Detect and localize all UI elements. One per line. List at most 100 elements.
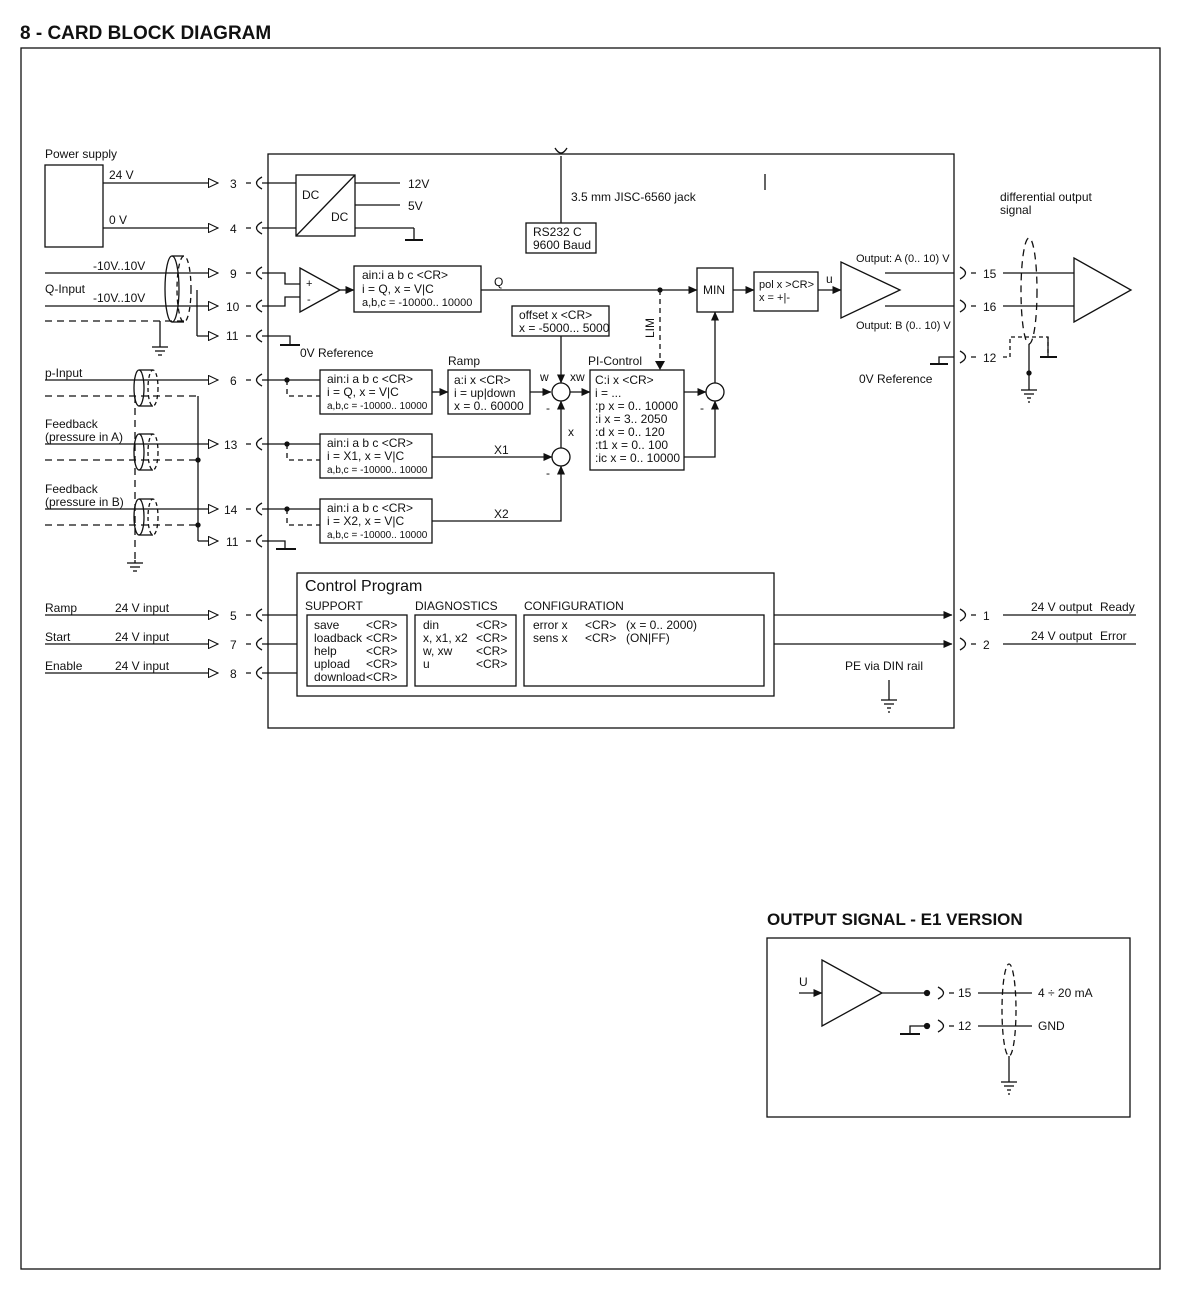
pin-3: 3 [230,177,237,191]
power-supply-box [44,164,104,248]
cmd-help: help [314,644,337,658]
rs232-box [525,222,597,254]
rs232-block: RS232 C 9600 Baud 3.5 mm JISC-6560 jack [525,147,697,254]
cmd-x: x, x1, x2 [423,631,468,645]
x2-ain-line3: a,b,c = -10000.. 10000 [327,530,428,541]
q-ain-line2: i = Q, x = V|C [362,282,434,296]
q-range-2: -10V..10V [93,291,145,305]
main-heading: 8 - CARD BLOCK DIAGRAM [20,23,271,44]
e1-current-label: 4 ÷ 20 mA [1038,986,1093,1000]
rs232-line1: RS232 C [533,225,582,239]
pi-line1: C:i x <CR> [595,373,654,387]
digital-inputs: Ramp 24 V input 5 Start 24 V input 7 Ena… [45,601,297,681]
pi-line3: :p x = 0.. 10000 [595,399,678,413]
diff-output-label1: differential output [1000,190,1093,204]
differential-receiver [1073,256,1133,324]
sum-pi-minus: - [700,401,704,415]
cmd-upload: upload [314,657,350,671]
pin-11-bottom: 11 [226,535,239,549]
output-b-label: Output: B (0.. 10) V [856,320,951,332]
digital-outputs: 1 24 V output Ready 2 24 V output Error … [774,600,1136,713]
power-supply-label: Power supply [45,147,117,161]
pin-8: 8 [230,667,237,681]
p-ain-line2: i = Q, x = V|C [327,385,399,399]
cmd-loadback: loadback [314,631,363,645]
configuration-box [523,614,765,687]
pin-6: 6 [230,374,237,388]
card-border [267,153,955,729]
cmd-error: error x [533,618,568,632]
pi-line2: i = ... [595,386,621,400]
pi-title: PI-Control [588,354,642,368]
q-range-1: -10V..10V [93,259,145,273]
e1-amplifier [821,958,884,1028]
p-input-label: p-Input [45,366,83,380]
e1-u-label: U [799,975,808,989]
feedback-a-label1: Feedback [45,417,99,431]
cmd-din: din [423,618,439,632]
x1-ain-line1: ain:i a b c <CR> [327,436,413,450]
output-a-label: Output: A (0.. 10) V [856,253,950,265]
ramp-input-type: 24 V input [115,601,170,615]
pin-13: 13 [224,438,238,452]
configuration-heading: CONFIGURATION [524,599,624,613]
cmd-save-cr: <CR> [366,618,397,632]
ramp-line2: i = up|down [454,386,516,400]
feedback-a-label2: (pressure in A) [45,430,123,444]
xw-label: xw [570,370,585,384]
q-ain-line1: ain:i a b c <CR> [362,268,448,282]
q-signal-label: Q [494,275,503,289]
x-label: x [568,425,574,439]
rs232-line2: 9600 Baud [533,238,591,252]
diagnostics-heading: DIAGNOSTICS [415,599,498,613]
diagram-frame [20,47,1161,1270]
pin-4: 4 [230,222,237,236]
cmd-download: download [314,670,365,684]
ramp-line1: a:i x <CR> [454,373,511,387]
v24-label: 24 V [109,168,134,182]
pin-16: 16 [983,300,997,314]
pin-5: 5 [230,609,237,623]
ready-output-type: 24 V output [1031,600,1093,614]
control-chain: Ramp a:i x <CR> i = up|down x = 0.. 6000… [432,267,842,522]
q-ain-line3: a,b,c = -10000.. 10000 [362,297,472,309]
ramp-input-label: Ramp [45,601,77,615]
cmd-sens: sens x [533,631,568,645]
cmd-sens-cr: <CR> [585,631,616,645]
pin-9: 9 [230,267,237,281]
jack-label: 3.5 mm JISC-6560 jack [571,190,697,204]
sum-x-minus: - [546,466,550,480]
cmd-error-arg: (x = 0.. 2000) [626,618,697,632]
q-0v-reference: 0V Reference [300,346,374,360]
support-heading: SUPPORT [305,599,363,613]
control-program: Control Program SUPPORT DIAGNOSTICS CONF… [296,572,775,697]
pin-12: 12 [983,351,997,365]
pi-line4: :i x = 3.. 2050 [595,412,668,426]
offset-line2: x = -5000... 5000 [519,321,610,335]
polarity-box [753,271,819,312]
output-section: Output: A (0.. 10) V Output: B (0.. 10) … [840,190,1133,403]
x1-ain-box [319,433,433,479]
u-label: u [826,272,833,286]
e1-heading: OUTPUT SIGNAL - E1 VERSION [767,910,1023,929]
cmd-w: w, xw [422,644,453,658]
p-ain-line1: ain:i a b c <CR> [327,372,413,386]
e1-gnd-label: GND [1038,1019,1065,1033]
pin-1: 1 [983,609,990,623]
support-box [306,614,408,687]
sum-w-minus: - [546,401,550,415]
pi-line7: :ic x = 0.. 10000 [595,451,680,465]
diagnostics-box [414,614,517,687]
out-12v: 12V [408,177,429,191]
ramp-title: Ramp [448,354,480,368]
x2-signal-label: X2 [494,507,509,521]
pin-2: 2 [983,638,990,652]
diff-amplifier [299,266,342,314]
pol-line1: pol x >CR> [759,279,814,291]
out-5v: 5V [408,199,423,213]
pin-11-top: 11 [226,329,239,343]
e1-output-section: OUTPUT SIGNAL - E1 VERSION U 15 4 ÷ 20 m… [766,910,1131,1118]
error-output-type: 24 V output [1031,629,1093,643]
pi-line6: :t1 x = 0.. 100 [595,438,668,452]
